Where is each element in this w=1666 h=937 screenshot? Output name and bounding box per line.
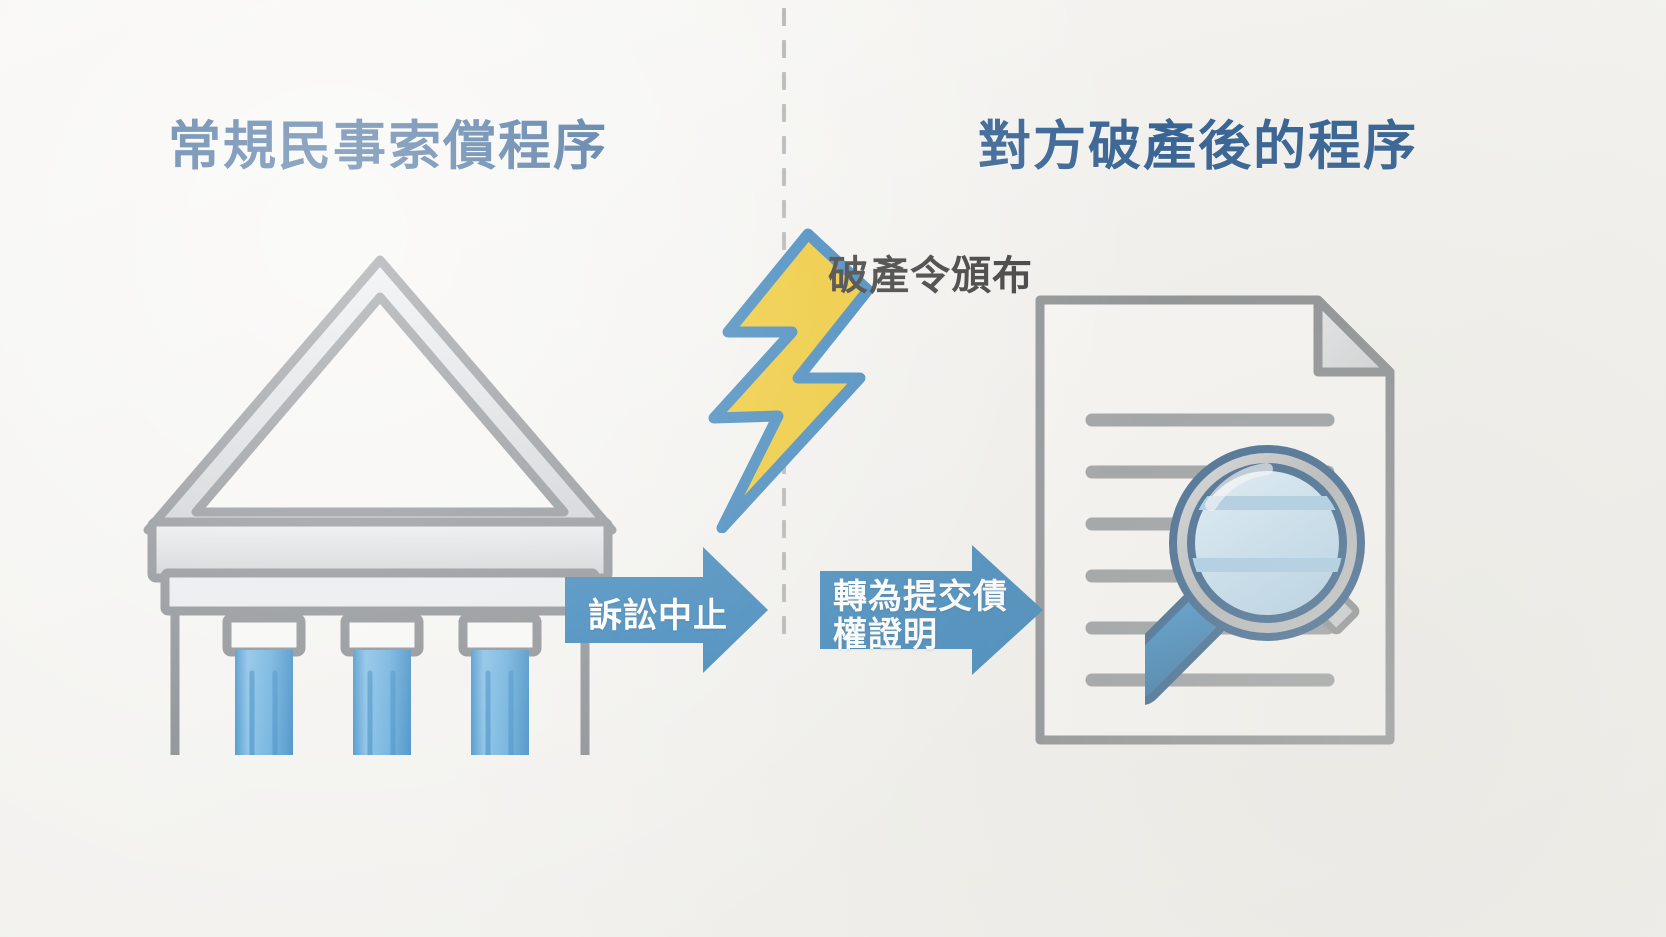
divider-dash — [782, 72, 786, 90]
divider-dash — [782, 104, 786, 122]
right-panel-title: 對方破產後的程序 — [978, 116, 1418, 177]
divider-dash — [782, 136, 786, 154]
divider-dash — [782, 616, 786, 634]
arrow-litigation-stayed-label: 訴訟中止 — [588, 596, 728, 636]
arrow-proof-of-debt-label: 轉為提交債 權證明 — [833, 577, 1008, 656]
bankruptcy-order-caption: 破產令頒布 — [828, 253, 1033, 299]
divider-dash — [782, 584, 786, 602]
magnifying-glass-icon — [1145, 445, 1365, 706]
left-panel-title: 常規民事索償程序 — [168, 116, 608, 177]
divider-dash — [782, 40, 786, 58]
courthouse-icon — [143, 255, 617, 755]
divider-dash — [782, 552, 786, 570]
divider-dash — [782, 168, 786, 186]
divider-dash — [782, 200, 786, 218]
divider-dash — [782, 8, 786, 26]
